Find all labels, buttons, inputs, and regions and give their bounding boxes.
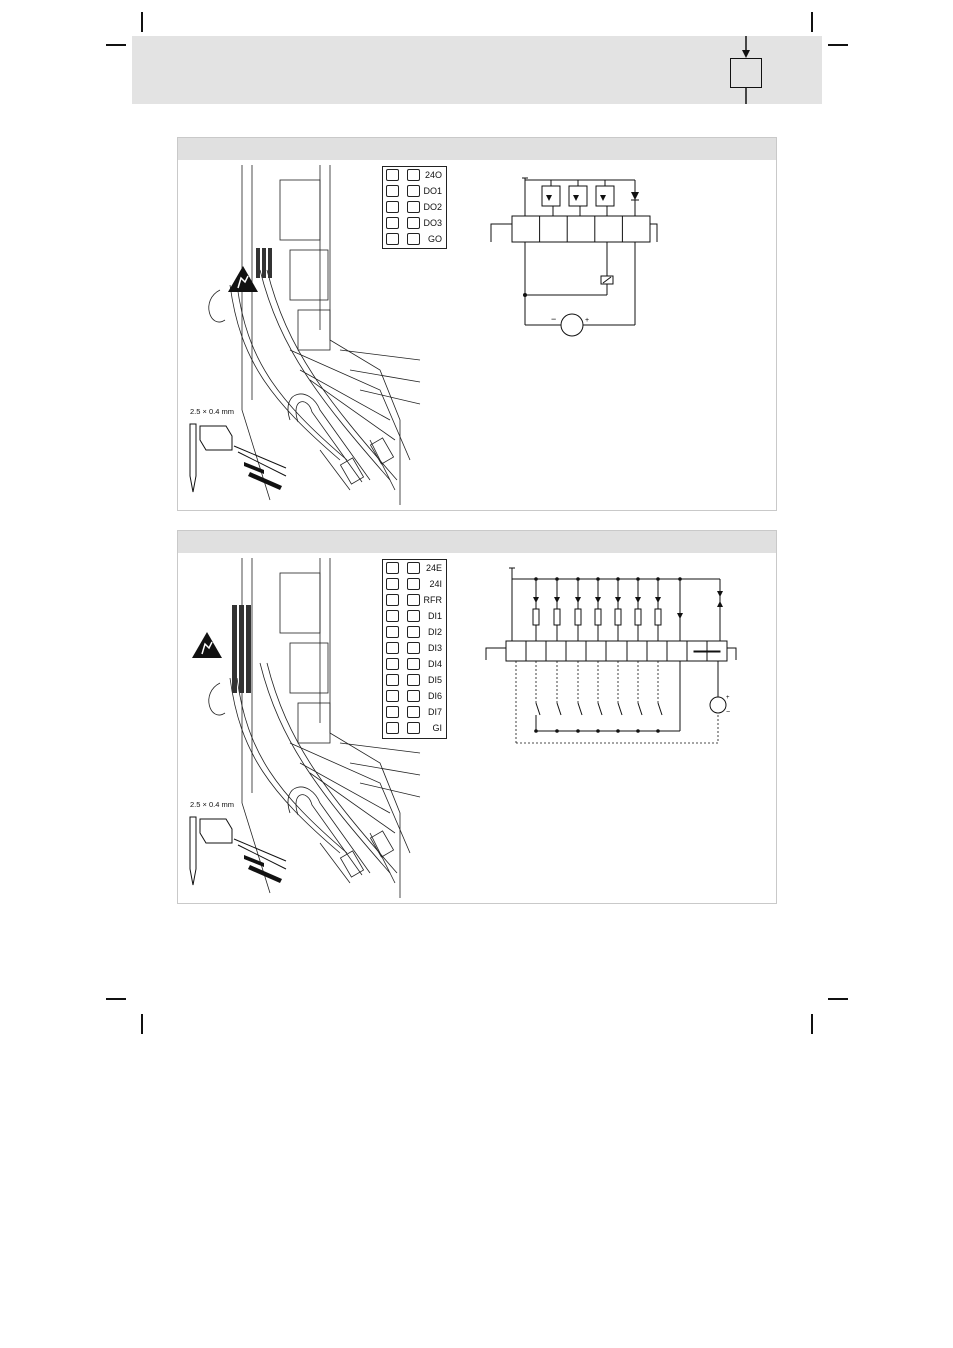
terminal-clamp	[407, 578, 420, 590]
terminal-row: DI3	[383, 640, 446, 657]
terminal-label: DO1	[423, 184, 442, 198]
crop-mark	[106, 998, 126, 1000]
terminal-row: RFR	[383, 592, 446, 609]
terminal-label: DO3	[423, 216, 442, 230]
terminal-screw	[386, 562, 399, 574]
terminal-screw	[386, 674, 399, 686]
terminal-label: GI	[432, 721, 442, 735]
terminal-clamp	[407, 642, 420, 654]
terminal-screw	[386, 706, 399, 718]
terminal-clamp	[407, 626, 420, 638]
header-band	[132, 36, 822, 104]
terminal-label: 24O	[425, 168, 442, 182]
terminal-screw	[386, 578, 399, 590]
terminal-clamp	[407, 722, 420, 734]
svg-text:+: +	[726, 695, 730, 701]
terminal-row: GI	[383, 720, 446, 737]
terminal-label: GO	[428, 232, 442, 246]
terminal-label: RFR	[424, 593, 443, 607]
terminal-row: 24E	[383, 560, 446, 577]
esd-warning-icon	[226, 264, 260, 294]
input-circuit-schematic: + −	[482, 565, 742, 750]
terminal-screw	[386, 233, 399, 245]
panel-title-bar	[178, 138, 776, 160]
crop-mark	[811, 1014, 813, 1034]
crop-mark	[828, 998, 848, 1000]
screwdriver-icon	[186, 416, 296, 494]
terminal-screw	[386, 642, 399, 654]
crop-mark	[828, 44, 848, 46]
terminal-screw	[386, 658, 399, 670]
terminal-clamp	[407, 169, 420, 181]
terminal-row: DI6	[383, 688, 446, 705]
crop-mark	[141, 12, 143, 32]
crop-mark	[106, 44, 126, 46]
terminal-clamp	[407, 690, 420, 702]
terminal-label: 24E	[426, 561, 442, 575]
crop-mark	[811, 12, 813, 32]
terminal-label: DI7	[428, 705, 442, 719]
terminal-row: DI4	[383, 656, 446, 673]
terminal-screw	[386, 594, 399, 606]
terminal-row: DI1	[383, 608, 446, 625]
terminal-clamp	[407, 594, 420, 606]
terminal-label: 24I	[429, 577, 442, 591]
terminal-clamp	[407, 562, 420, 574]
terminal-clamp	[407, 674, 420, 686]
terminal-row: DI2	[383, 624, 446, 641]
terminal-clamp	[407, 706, 420, 718]
terminal-screw	[386, 690, 399, 702]
svg-text:−: −	[551, 314, 556, 324]
terminal-label: DI6	[428, 689, 442, 703]
down-arrow-icon	[738, 34, 758, 106]
terminal-screw	[386, 169, 399, 181]
terminal-block-inputs: 24E 24I RFR DI1 DI2 DI3 DI4 DI5 DI6	[382, 559, 447, 739]
terminal-clamp	[407, 658, 420, 670]
terminal-row: DI7	[383, 704, 446, 721]
terminal-label: DI1	[428, 609, 442, 623]
panel-title-bar	[178, 531, 776, 553]
esd-warning-icon	[190, 630, 224, 660]
screwdriver-icon	[186, 809, 296, 887]
terminal-row: GO	[383, 231, 446, 248]
terminal-clamp	[407, 217, 420, 229]
terminal-row: DI5	[383, 672, 446, 689]
terminal-label: DI4	[428, 657, 442, 671]
terminal-screw	[386, 626, 399, 638]
svg-text:−: −	[726, 709, 730, 716]
terminal-screw	[386, 610, 399, 622]
terminal-row: 24O	[383, 167, 446, 184]
terminal-row: DO2	[383, 199, 446, 216]
terminal-screw	[386, 185, 399, 197]
terminal-label: DI3	[428, 641, 442, 655]
terminal-row: DO1	[383, 183, 446, 200]
screwdriver-size-label: 2.5 × 0.4 mm	[190, 407, 234, 416]
crop-mark	[141, 1014, 143, 1034]
terminal-clamp	[407, 185, 420, 197]
terminal-screw	[386, 201, 399, 213]
terminal-clamp	[407, 610, 420, 622]
svg-text:+: +	[585, 317, 589, 324]
terminal-label: DI5	[428, 673, 442, 687]
terminal-row: 24I	[383, 576, 446, 593]
terminal-row: DO3	[383, 215, 446, 232]
terminal-label: DI2	[428, 625, 442, 639]
output-circuit-schematic: − +	[485, 170, 665, 340]
terminal-label: DO2	[423, 200, 442, 214]
screwdriver-size-label: 2.5 × 0.4 mm	[190, 800, 234, 809]
terminal-clamp	[407, 201, 420, 213]
terminal-screw	[386, 722, 399, 734]
terminal-block-outputs: 24O DO1 DO2 DO3 GO	[382, 166, 447, 249]
terminal-clamp	[407, 233, 420, 245]
terminal-screw	[386, 217, 399, 229]
